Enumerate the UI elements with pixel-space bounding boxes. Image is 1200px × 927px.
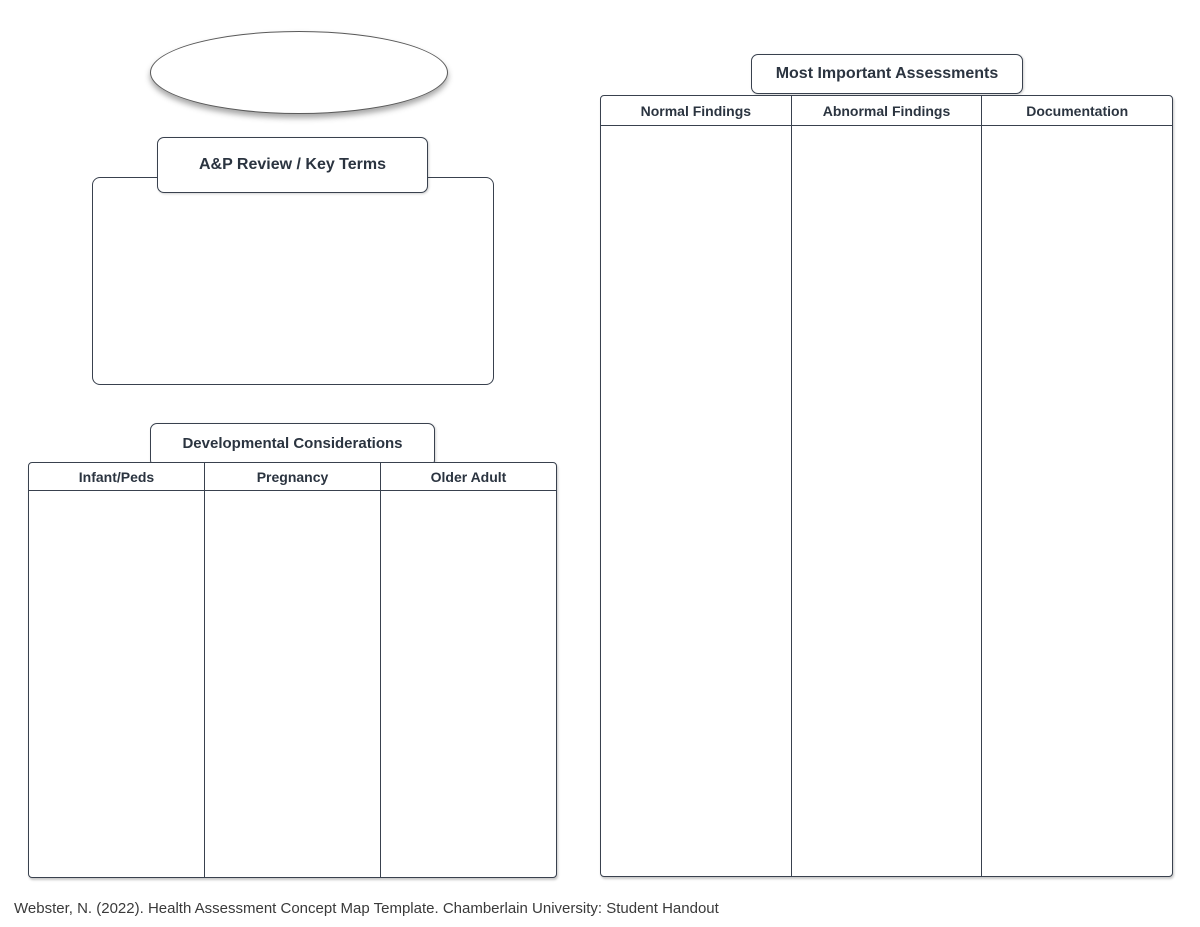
developmental-table: Infant/Peds Pregnancy Older Adult [28, 462, 557, 878]
developmental-cell-older-adult[interactable] [381, 491, 556, 877]
ap-review-title: A&P Review / Key Terms [198, 156, 387, 173]
assessments-table-body-row [601, 126, 1172, 876]
developmental-col-header-infant-peds: Infant/Peds [29, 463, 205, 490]
assessments-table: Normal Findings Abnormal Findings Docume… [600, 95, 1173, 877]
assessments-cell-normal-findings[interactable] [601, 126, 792, 876]
assessments-cell-documentation[interactable] [982, 126, 1172, 876]
assessments-col-header-documentation: Documentation [1026, 102, 1129, 119]
developmental-table-header-row: Infant/Peds Pregnancy Older Adult [29, 463, 556, 491]
assessments-col-header-normal-findings: Normal Findings [601, 96, 792, 125]
ap-review-header: A&P Review / Key Terms [157, 137, 428, 193]
citation: Webster, N. (2022). Health Assessment Co… [14, 900, 719, 917]
developmental-cell-infant-peds[interactable] [29, 491, 205, 877]
topic-oval[interactable] [150, 31, 448, 114]
assessments-header: Most Important Assessments [751, 54, 1023, 94]
developmental-header: Developmental Considerations [150, 423, 435, 467]
developmental-title: Developmental Considerations [182, 434, 403, 452]
developmental-cell-pregnancy[interactable] [205, 491, 381, 877]
developmental-col-header-pregnancy: Pregnancy [205, 463, 381, 490]
assessments-col-header-abnormal-findings: Abnormal Findings [792, 96, 983, 125]
developmental-table-body-row [29, 491, 556, 877]
assessments-table-header-row: Normal Findings Abnormal Findings Docume… [601, 96, 1172, 126]
assessments-title: Most Important Assessments [775, 65, 999, 82]
assessments-cell-abnormal-findings[interactable] [792, 126, 983, 876]
developmental-col-header-older-adult: Older Adult [430, 468, 507, 485]
ap-review-body[interactable] [92, 177, 494, 385]
